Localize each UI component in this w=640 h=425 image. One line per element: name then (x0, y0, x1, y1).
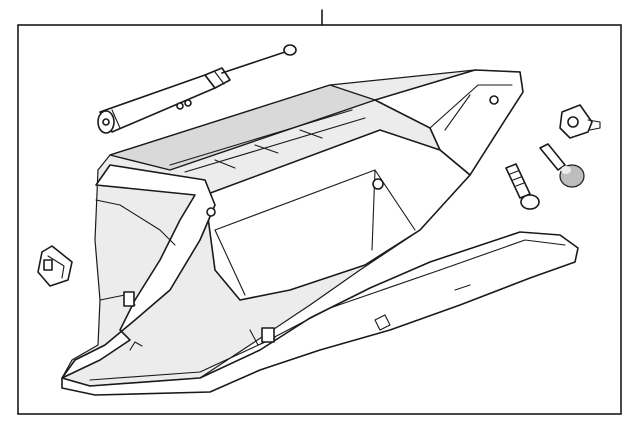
retainer-clip-body (37, 245, 73, 287)
damper-rod (221, 51, 286, 74)
damper-cylinder (99, 74, 216, 133)
screw-head (520, 194, 540, 210)
glove-box-door-frame-left (61, 164, 216, 379)
glove-box-assembly (61, 69, 579, 396)
damper-rod-end (283, 44, 297, 56)
screw-shank (505, 163, 531, 199)
assembly-frame (17, 24, 622, 415)
bumper-stop-stem (539, 143, 566, 171)
striker-plate (559, 104, 601, 139)
screw (505, 163, 540, 210)
bumper-stop (539, 143, 585, 188)
glove-box-inner-cavity (204, 129, 471, 301)
glove-box-right-wall (374, 69, 524, 176)
damper-strut (97, 44, 297, 134)
retainer-clip (37, 245, 73, 287)
